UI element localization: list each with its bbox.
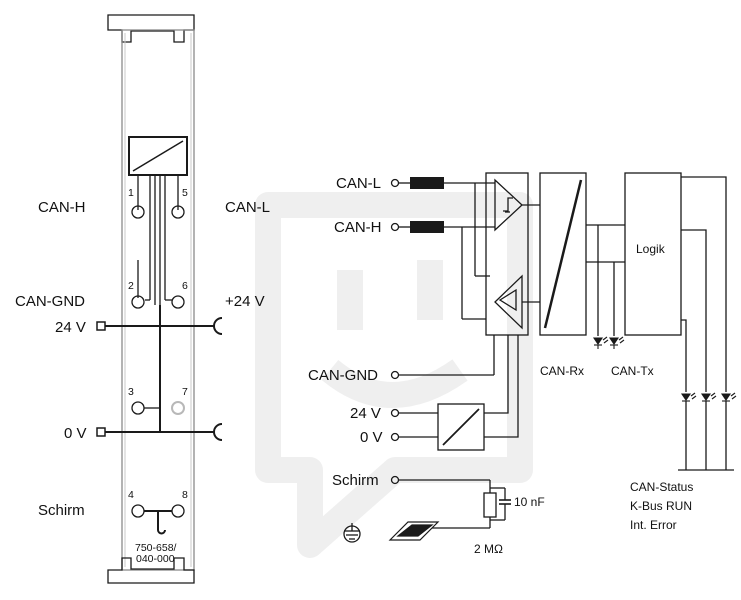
isolator-block (539, 172, 587, 336)
pin-numbers: 1 5 2 6 3 7 4 8 (128, 187, 188, 501)
logic-block (624, 172, 682, 336)
schematic (343, 172, 737, 543)
can-rx-label: CAN-Rx (540, 364, 584, 378)
part-number-line2: 040-000 (136, 553, 175, 565)
pin-4: 4 (128, 489, 134, 501)
led-can-status (680, 392, 697, 402)
logic-label: Logik (636, 242, 666, 256)
pin-1: 1 (128, 187, 134, 199)
label-can-gnd: CAN-GND (15, 293, 85, 310)
pin-5: 5 (182, 187, 188, 199)
pin-6: 6 (182, 280, 188, 292)
label-can-h: CAN-H (38, 199, 86, 216)
led-k-bus-run (700, 392, 717, 402)
status-led-label-k-bus-run: K-Bus RUN (630, 499, 692, 513)
led-can-tx (608, 336, 625, 349)
ground-symbol-icon (343, 523, 361, 543)
sch-label-can-h: CAN-H (334, 219, 382, 236)
resistor-2mohm (483, 492, 497, 518)
label-0v: 0 V (64, 425, 87, 442)
resistor-label: 2 MΩ (474, 542, 503, 556)
sch-label-can-l: CAN-L (336, 175, 381, 192)
din-rail-icon (388, 521, 440, 541)
dc-dc-converter (437, 403, 485, 451)
led-can-rx (592, 336, 609, 349)
transceiver-block (485, 172, 529, 336)
part-number-line1: 750-658/ (135, 542, 177, 554)
capacitor-label: 10 nF (514, 495, 545, 509)
terminal-module (96, 14, 223, 584)
label-can-l: CAN-L (225, 199, 270, 216)
status-led-label-int-error: Int. Error (630, 518, 677, 532)
pin-7: 7 (182, 386, 188, 398)
led-int-error (720, 392, 737, 402)
status-led-label-can-status: CAN-Status (630, 480, 693, 494)
can-tx-label: CAN-Tx (611, 364, 654, 378)
pin-3: 3 (128, 386, 134, 398)
pin-2: 2 (128, 280, 134, 292)
label-schirm: Schirm (38, 502, 85, 519)
sch-label-24v: 24 V (350, 405, 381, 422)
label-24v: 24 V (55, 319, 86, 336)
sch-label-schirm: Schirm (332, 472, 379, 489)
pin-8: 8 (182, 489, 188, 501)
choke-can-h (410, 221, 444, 233)
choke-can-l (410, 177, 444, 189)
watermark-logo (255, 192, 533, 558)
label-plus24v: +24 V (225, 293, 265, 310)
sch-label-can-gnd: CAN-GND (308, 367, 378, 384)
sch-label-0v: 0 V (360, 429, 383, 446)
